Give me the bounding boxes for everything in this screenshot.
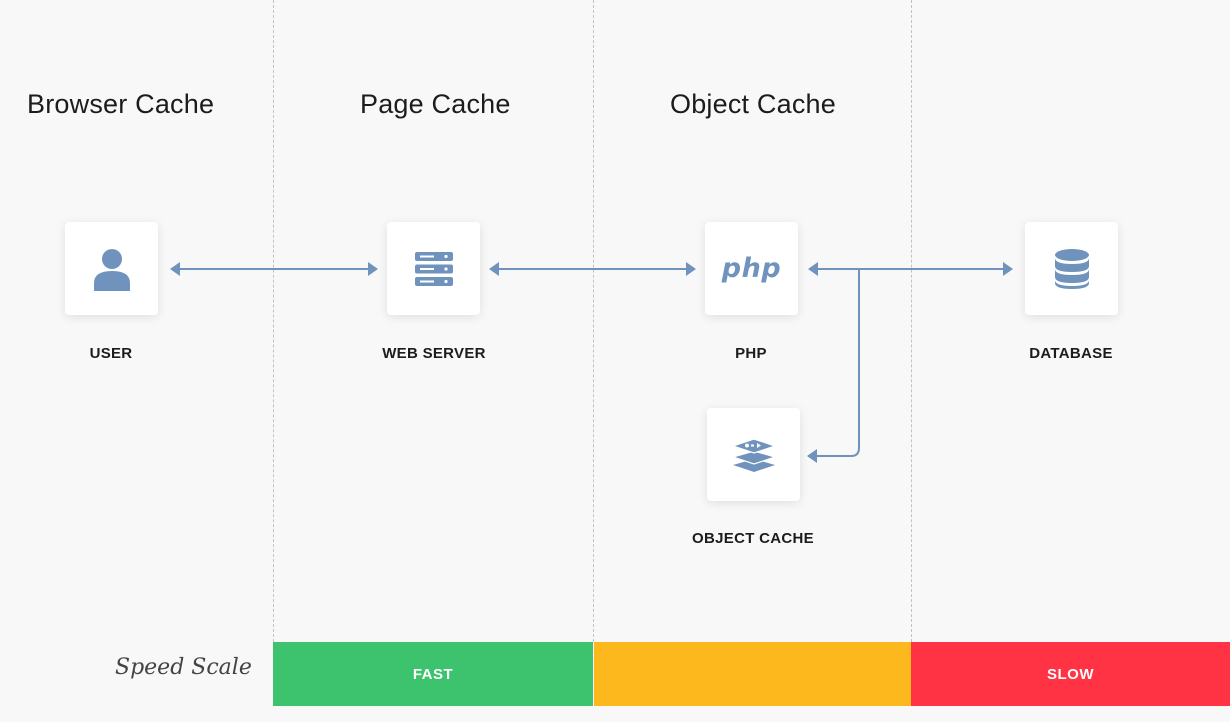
php-node: php — [705, 222, 798, 315]
php-label: PHP — [735, 345, 767, 362]
arrowhead-right — [368, 262, 378, 276]
divider-object-database — [911, 0, 912, 642]
speed-segment-slow: SLOW — [911, 642, 1230, 706]
section-title-object-cache: Object Cache — [670, 89, 836, 119]
user-icon — [92, 247, 132, 291]
divider-browser-page — [273, 0, 274, 642]
web-server-node — [387, 222, 480, 315]
server-icon — [414, 251, 453, 286]
speed-scale-label: Speed Scale — [115, 655, 252, 680]
object-cache-label: OBJECT CACHE — [692, 530, 814, 547]
speed-segment-medium — [594, 642, 911, 706]
arrowhead-right — [1003, 262, 1013, 276]
section-title-page-cache: Page Cache — [360, 89, 511, 119]
speed-segment-fast: FAST — [273, 642, 593, 706]
database-node — [1025, 222, 1118, 315]
database-icon — [1054, 248, 1090, 289]
divider-page-object — [593, 0, 594, 642]
arrowhead-left — [170, 262, 180, 276]
stack-icon — [731, 437, 776, 473]
php-icon: php — [721, 253, 782, 284]
database-label: DATABASE — [1029, 345, 1113, 362]
arrowhead-left — [489, 262, 499, 276]
arrow-php-objectcache — [815, 269, 860, 457]
user-label: USER — [89, 345, 133, 362]
section-title-browser-cache: Browser Cache — [27, 89, 215, 119]
arrowhead-right — [686, 262, 696, 276]
arrowhead-left — [808, 262, 818, 276]
arrowhead-left — [807, 449, 817, 463]
user-node — [65, 222, 158, 315]
object-cache-node — [707, 408, 800, 501]
web-server-label: WEB SERVER — [382, 345, 486, 362]
